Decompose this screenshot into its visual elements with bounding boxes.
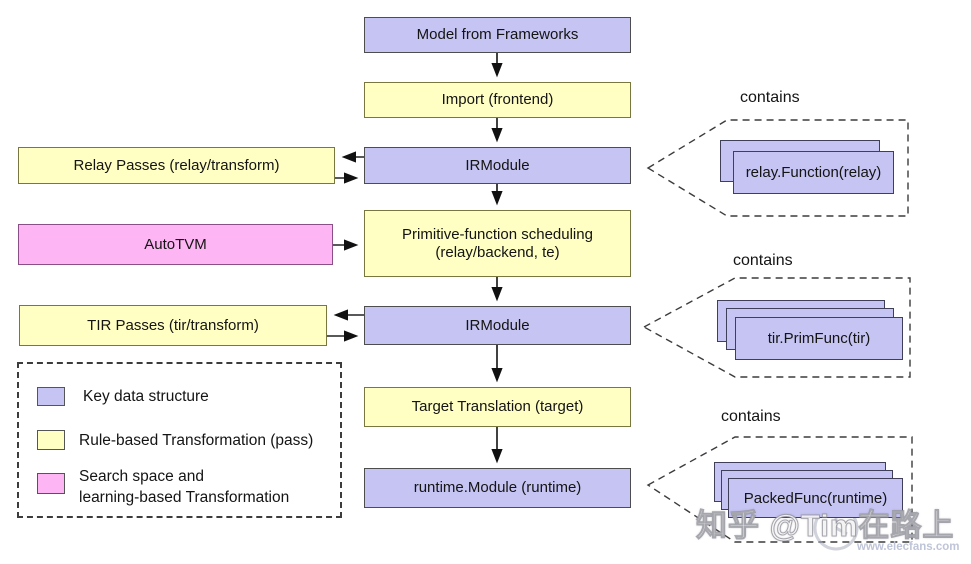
legend-swatch-key-data: [37, 387, 65, 406]
node-target-translation: Target Translation (target): [364, 387, 631, 427]
node-irmodule-2: IRModule: [364, 306, 631, 345]
node-relay-passes: Relay Passes (relay/transform): [18, 147, 335, 184]
relay-function-front-card: relay.Function(relay): [733, 151, 894, 194]
node-tir-passes: TIR Passes (tir/transform): [19, 305, 327, 346]
tir-primfunc-front-card: tir.PrimFunc(tir): [735, 317, 903, 360]
packedfunc-front-card: PackedFunc(runtime): [728, 478, 903, 518]
legend-box: [17, 362, 342, 518]
legend-swatch-rule-pass: [37, 430, 65, 450]
node-primitive-function-scheduling: Primitive-function scheduling (relay/bac…: [364, 210, 631, 277]
legend-search-line-1: Search space and: [79, 468, 204, 485]
contains-label-2: contains: [733, 252, 793, 269]
scheduling-line-1: Primitive-function scheduling: [402, 225, 593, 243]
node-runtime-module: runtime.Module (runtime): [364, 468, 631, 508]
watermark-text: 知乎 @Tim在路上: [696, 508, 955, 544]
legend-swatch-search: [37, 473, 65, 494]
contains-label-1: contains: [740, 89, 800, 106]
legend-label-search: Search space and learning-based Transfor…: [79, 466, 289, 508]
node-import-frontend: Import (frontend): [364, 82, 631, 118]
scheduling-line-2: (relay/backend, te): [435, 243, 560, 261]
contains-label-3: contains: [721, 408, 781, 425]
legend-search-line-2: learning-based Transformation: [79, 489, 290, 506]
node-irmodule-1: IRModule: [364, 147, 631, 184]
node-model-from-frameworks: Model from Frameworks: [364, 17, 631, 53]
legend-label-key-data: Key data structure: [83, 388, 209, 405]
watermark-site-url: www.elecfans.com: [857, 541, 960, 553]
node-autotvm: AutoTVM: [18, 224, 333, 265]
legend-label-rule-pass: Rule-based Transformation (pass): [79, 432, 314, 449]
